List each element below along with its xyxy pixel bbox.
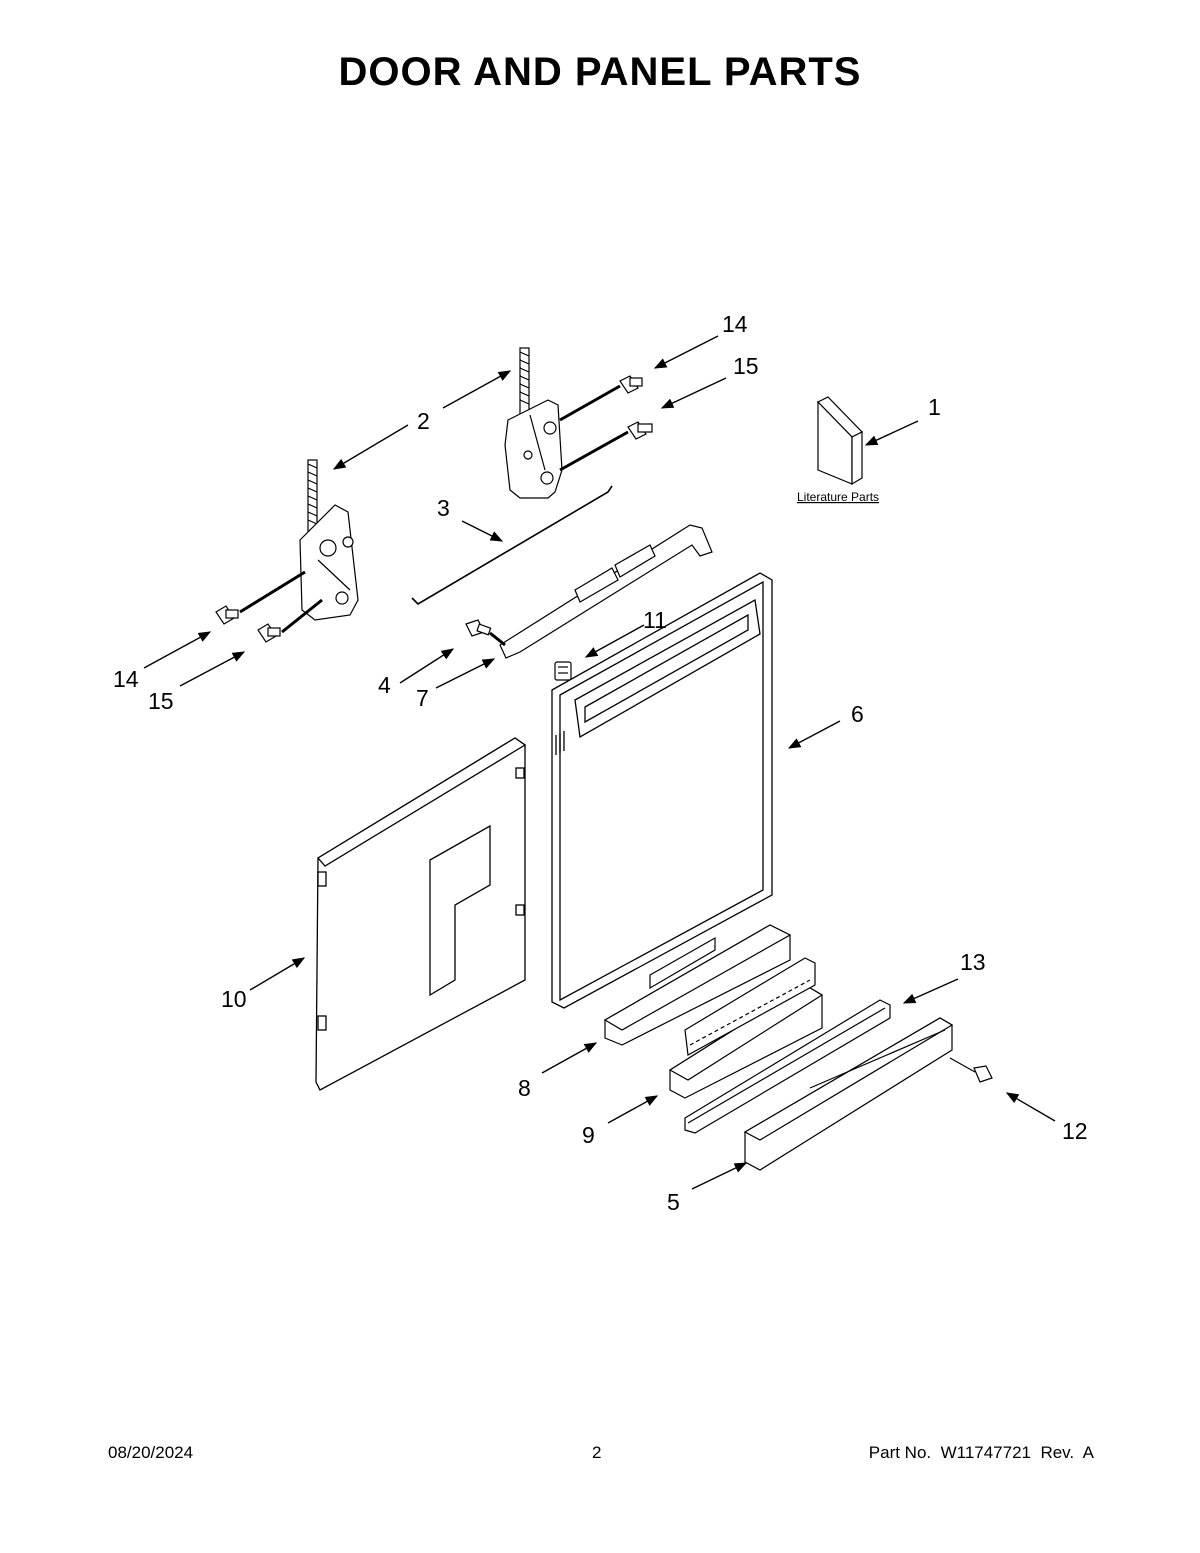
door-clip bbox=[554, 661, 572, 681]
hinge-right bbox=[504, 347, 563, 499]
callout-7: 7 bbox=[416, 685, 429, 711]
screw-15-lower bbox=[257, 623, 281, 643]
literature-booklet bbox=[816, 396, 864, 486]
screw-15-upper bbox=[627, 421, 653, 440]
callout-1: 1 bbox=[928, 394, 941, 420]
callout-15-lower: 15 bbox=[148, 688, 174, 714]
door-channel-bracket bbox=[499, 524, 713, 659]
door-cable-rod bbox=[411, 485, 613, 606]
inner-door-insulation bbox=[315, 737, 527, 1091]
screw-14-lower bbox=[215, 605, 239, 625]
footer-part-number: Part No. W11747721 Rev. A bbox=[868, 1443, 1094, 1462]
footer-date: 08/20/2024 bbox=[108, 1443, 194, 1462]
page-title: DOOR AND PANEL PARTS bbox=[338, 50, 862, 94]
screw-4 bbox=[465, 619, 492, 637]
callout-arrows bbox=[143, 335, 1056, 1190]
screw-14-upper bbox=[619, 375, 643, 394]
callout-14-upper: 14 bbox=[722, 311, 748, 337]
callout-8: 8 bbox=[518, 1075, 531, 1101]
toe-insulation-lower bbox=[668, 957, 824, 1099]
outer-door-panel bbox=[551, 572, 773, 1009]
toe-strip bbox=[684, 999, 891, 1134]
kick-plate bbox=[743, 1017, 954, 1171]
callout-11: 11 bbox=[643, 607, 667, 633]
toe-insulation-upper bbox=[603, 924, 792, 1046]
callout-2: 2 bbox=[417, 408, 430, 434]
callout-6: 6 bbox=[851, 701, 864, 727]
callout-10: 10 bbox=[221, 986, 247, 1012]
callout-12: 12 bbox=[1062, 1118, 1088, 1144]
assembly-lines bbox=[239, 384, 629, 647]
callout-15-upper: 15 bbox=[733, 353, 759, 379]
screw-12 bbox=[949, 1057, 993, 1083]
callout-4: 4 bbox=[378, 672, 391, 698]
callout-3: 3 bbox=[437, 495, 450, 521]
callout-5: 5 bbox=[667, 1189, 680, 1215]
callout-13: 13 bbox=[960, 949, 986, 975]
callout-9: 9 bbox=[582, 1122, 595, 1148]
literature-parts-label: Literature Parts bbox=[797, 490, 879, 504]
hinge-left bbox=[299, 459, 359, 621]
footer-page-number: 2 bbox=[592, 1443, 602, 1462]
callout-14-lower: 14 bbox=[113, 666, 139, 692]
